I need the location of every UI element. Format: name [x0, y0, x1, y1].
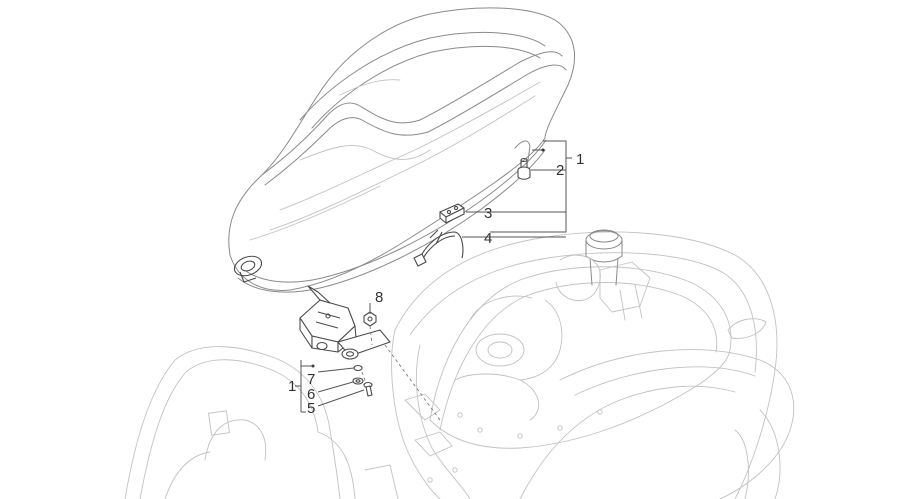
callout-2-rubber-buffer: 2 [556, 162, 564, 179]
callout-5-screw: 5 [307, 400, 315, 417]
plug-part [353, 364, 363, 372]
seat-illustration [228, 7, 576, 293]
callout-6-washer: 6 [307, 386, 315, 403]
bracket-part [439, 203, 465, 224]
callout-8-nut: 8 [375, 289, 383, 306]
screw-part [363, 381, 373, 397]
nut-part [363, 311, 377, 327]
callout-1-seat: 1 [576, 151, 584, 168]
hinge-assembly-part [299, 285, 391, 360]
callout-4-spring-clip: 4 [484, 230, 492, 247]
callout-group-bottom [295, 303, 371, 413]
rubber-buffer-part [517, 157, 531, 180]
scooter-body-illustration [391, 229, 795, 499]
spring-clip-part [413, 229, 464, 267]
callout-7-plug: 7 [307, 371, 315, 388]
callout-1-hinge: 1 [288, 378, 296, 395]
leg-shield-illustration [124, 346, 399, 499]
callout-3-bracket: 3 [484, 205, 492, 222]
callout-group-top [462, 140, 572, 238]
assembly-lines [361, 325, 441, 421]
washer-part [352, 377, 364, 385]
